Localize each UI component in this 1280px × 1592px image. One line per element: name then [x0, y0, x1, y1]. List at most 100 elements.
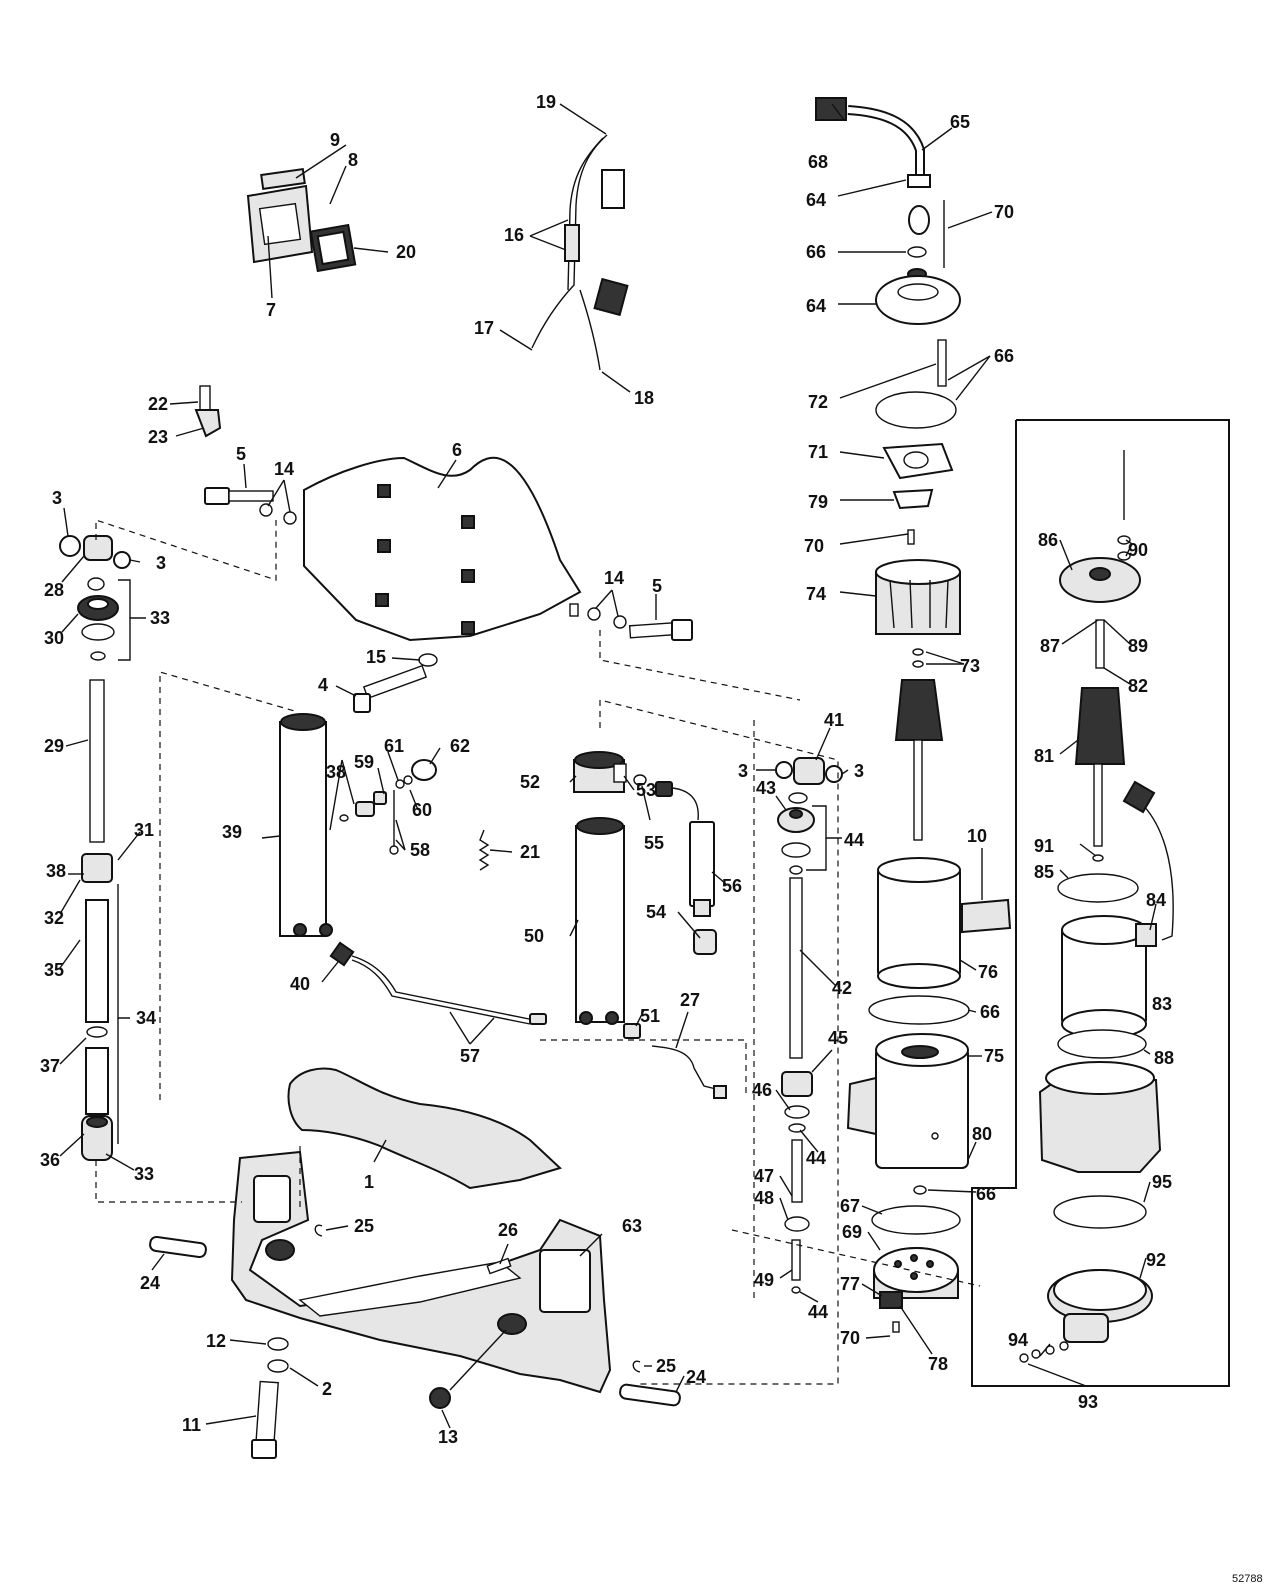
stern-bracket	[149, 1150, 681, 1459]
callout-44c: 44	[808, 1302, 828, 1322]
callout-46: 46	[752, 1080, 772, 1100]
callout-79: 79	[808, 492, 828, 512]
wiring-harness	[531, 134, 629, 371]
alternate-pump-assembly	[971, 419, 1230, 1387]
callout-74: 74	[806, 584, 826, 604]
callout-47: 47	[754, 1166, 774, 1186]
callout-67: 67	[840, 1196, 860, 1216]
callout-17: 17	[474, 318, 494, 338]
callout-38a: 38	[326, 762, 346, 782]
callout-3b: 3	[156, 553, 166, 573]
leader-lines	[59, 103, 1157, 1429]
callout-24a: 24	[140, 1273, 160, 1293]
callout-66d: 66	[976, 1184, 996, 1204]
callout-29: 29	[44, 736, 64, 756]
callout-23: 23	[148, 427, 168, 447]
callout-68: 68	[808, 152, 828, 172]
callout-20: 20	[396, 242, 416, 262]
callout-5b: 5	[652, 576, 662, 596]
callout-94: 94	[1008, 1330, 1028, 1350]
callout-22: 22	[148, 394, 168, 414]
trim-cylinder-50	[573, 751, 727, 1099]
callout-75: 75	[984, 1046, 1004, 1066]
callout-18: 18	[634, 388, 654, 408]
callout-87: 87	[1040, 636, 1060, 656]
callout-51: 51	[640, 1006, 660, 1026]
callout-63: 63	[622, 1216, 642, 1236]
callout-12: 12	[206, 1331, 226, 1351]
callout-45: 45	[828, 1028, 848, 1048]
callout-38b: 38	[46, 861, 66, 881]
callout-86: 86	[1038, 530, 1058, 550]
callout-43: 43	[756, 778, 776, 798]
callout-71: 71	[808, 442, 828, 462]
pump-reservoir	[846, 1033, 969, 1333]
callout-80: 80	[972, 1124, 992, 1144]
callout-65: 65	[950, 112, 970, 132]
callout-41: 41	[824, 710, 844, 730]
callout-44b: 44	[806, 1148, 826, 1168]
callout-54: 54	[646, 902, 666, 922]
trim-switch-assembly	[246, 168, 357, 273]
tilt-cylinder-left	[59, 535, 131, 1161]
callout-50: 50	[524, 926, 544, 946]
pump-cable-assembly	[815, 97, 961, 325]
callout-25b: 25	[656, 1356, 676, 1376]
callout-2: 2	[322, 1379, 332, 1399]
callout-90: 90	[1128, 540, 1148, 560]
callout-5a: 5	[236, 444, 246, 464]
callout-labels: 1 2 3 3 3 3 4 5 5 6 7 8 9 10 11 12 13 14…	[40, 92, 1263, 1585]
callout-55: 55	[644, 833, 664, 853]
callout-19: 19	[536, 92, 556, 112]
callout-84: 84	[1146, 890, 1166, 910]
callout-33a: 33	[150, 608, 170, 628]
callout-59: 59	[354, 752, 374, 772]
callout-88: 88	[1154, 1048, 1174, 1068]
callout-7: 7	[266, 300, 276, 320]
callout-21: 21	[520, 842, 540, 862]
callout-32: 32	[44, 908, 64, 928]
callout-85: 85	[1034, 862, 1054, 882]
callout-15: 15	[366, 647, 386, 667]
callout-72: 72	[808, 392, 828, 412]
callout-91: 91	[1034, 836, 1054, 856]
callout-35: 35	[44, 960, 64, 980]
callout-37: 37	[40, 1056, 60, 1076]
callout-1: 1	[364, 1172, 374, 1192]
upper-mounting-bracket	[303, 456, 582, 642]
callout-24b: 24	[686, 1367, 706, 1387]
callout-53: 53	[636, 780, 656, 800]
callout-28: 28	[44, 580, 64, 600]
callout-13: 13	[438, 1427, 458, 1447]
callout-44a: 44	[844, 830, 864, 850]
callout-4: 4	[318, 675, 328, 695]
callout-83: 83	[1152, 994, 1172, 1014]
callout-14a: 14	[274, 459, 294, 479]
callout-58: 58	[410, 840, 430, 860]
callout-64b: 64	[806, 296, 826, 316]
callout-57: 57	[460, 1046, 480, 1066]
callout-93: 93	[1078, 1392, 1098, 1412]
callout-70a: 70	[994, 202, 1014, 222]
callout-25a: 25	[354, 1216, 374, 1236]
tilt-cylinder-right	[775, 757, 843, 1294]
callout-60: 60	[412, 800, 432, 820]
callout-34: 34	[136, 1008, 156, 1028]
callout-66a: 66	[806, 242, 826, 262]
callout-49: 49	[754, 1270, 774, 1290]
callout-9: 9	[330, 130, 340, 150]
callout-48: 48	[754, 1188, 774, 1208]
callout-56: 56	[722, 876, 742, 896]
trim-cylinder-39	[279, 713, 547, 1025]
callout-95: 95	[1152, 1172, 1172, 1192]
callout-89: 89	[1128, 636, 1148, 656]
callout-33b: 33	[134, 1164, 154, 1184]
figure-number: 52788	[1232, 1573, 1263, 1585]
swivel-bracket	[287, 1067, 562, 1190]
callout-3a: 3	[52, 488, 62, 508]
callout-3d: 3	[854, 761, 864, 781]
callout-81: 81	[1034, 746, 1054, 766]
callout-61: 61	[384, 736, 404, 756]
callout-31: 31	[134, 820, 154, 840]
